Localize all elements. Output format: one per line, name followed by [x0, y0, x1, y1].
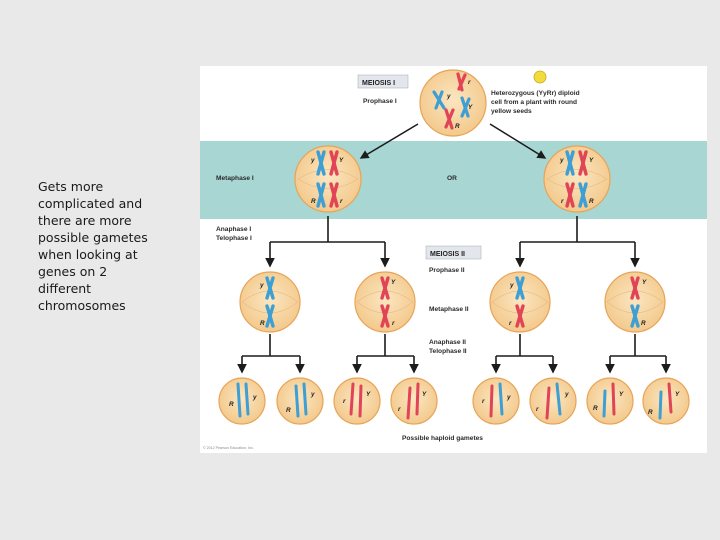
- svg-text:r: r: [392, 320, 395, 327]
- svg-text:R: R: [648, 409, 653, 416]
- gamete-4: r Y: [390, 377, 438, 425]
- gamete-6: r y: [529, 377, 577, 425]
- anaphase1-label: Anaphase I: [216, 226, 251, 233]
- svg-text:y: y: [252, 394, 257, 401]
- svg-text:R: R: [641, 320, 646, 327]
- svg-text:Y: Y: [642, 279, 647, 286]
- svg-text:R: R: [286, 407, 291, 414]
- svg-text:y: y: [259, 282, 264, 289]
- svg-text:y: y: [310, 391, 315, 398]
- arrow-prophase-to-right: [489, 123, 547, 159]
- telophase2-label: Telophase II: [429, 348, 467, 355]
- gamete-5: r y: [472, 377, 520, 425]
- gamete-1: R y: [218, 377, 266, 425]
- meiosis2-title: MEIOSIS II: [430, 251, 465, 258]
- metaphase1-right-cell: y Y r R: [543, 145, 611, 213]
- arrow-prophase-to-left: [359, 123, 419, 159]
- svg-text:R: R: [455, 123, 460, 130]
- svg-text:Y: Y: [391, 279, 396, 286]
- meiosis1-title-box: [357, 74, 409, 89]
- meiosis2-cell-3: y r: [489, 271, 551, 333]
- svg-text:Y: Y: [366, 391, 371, 398]
- cell-description-line1: Heterozygous (YyRr) diploid: [491, 90, 580, 97]
- meiosis1-title: MEIOSIS I: [362, 80, 395, 87]
- meiosis-diagram: MEIOSIS I MEIOSIS II Prophase I Metaphas…: [200, 69, 707, 450]
- svg-text:y: y: [564, 391, 569, 398]
- svg-text:y: y: [310, 157, 315, 164]
- svg-text:y: y: [446, 93, 451, 100]
- metaphase1-label: Metaphase I: [216, 175, 254, 182]
- or-label: OR: [447, 175, 457, 182]
- metaphase1-band: [200, 141, 707, 219]
- svg-text:Y: Y: [468, 104, 473, 111]
- gamete-7: R Y: [586, 377, 634, 425]
- copyright-text: © 2012 Pearson Education, Inc.: [203, 446, 254, 450]
- anaphase2-label: Anaphase II: [429, 339, 466, 346]
- svg-text:R: R: [311, 198, 316, 205]
- svg-text:R: R: [229, 401, 234, 408]
- svg-text:R: R: [260, 320, 265, 327]
- svg-text:Y: Y: [422, 391, 427, 398]
- svg-text:r: r: [343, 398, 346, 405]
- svg-text:r: r: [561, 198, 564, 205]
- svg-text:r: r: [536, 406, 539, 413]
- svg-text:r: r: [482, 398, 485, 405]
- svg-text:y: y: [506, 394, 511, 401]
- svg-text:R: R: [589, 198, 594, 205]
- cell-description-line3: yellow seeds: [491, 108, 532, 115]
- metaphase2-label: Metaphase II: [429, 306, 469, 313]
- metaphase1-left-cell: y Y R r: [294, 145, 362, 213]
- svg-text:y: y: [509, 282, 514, 289]
- svg-text:y: y: [559, 157, 564, 164]
- svg-text:r: r: [468, 79, 471, 86]
- prophase1-cell: r y Y R: [419, 69, 487, 137]
- gamete-2: R y: [276, 377, 324, 425]
- svg-text:Y: Y: [339, 157, 344, 164]
- meiosis2-cell-4: Y R: [604, 271, 666, 333]
- svg-text:Y: Y: [619, 391, 624, 398]
- svg-text:R: R: [593, 405, 598, 412]
- branch-left-stem: [270, 216, 385, 243]
- gametes-label: Possible haploid gametes: [402, 435, 483, 442]
- svg-text:r: r: [340, 198, 343, 205]
- prophase2-label: Prophase II: [429, 267, 465, 274]
- branch-right-stem: [520, 216, 635, 243]
- svg-text:r: r: [509, 320, 512, 327]
- meiosis2-cell-2: Y r: [354, 271, 416, 333]
- meiosis2-cell-1: y R: [239, 271, 301, 333]
- meiosis2-title-box: [425, 245, 482, 260]
- cell-description-line2: cell from a plant with round: [491, 99, 577, 106]
- gamete-8: R Y: [642, 377, 690, 425]
- meiosis-figure: MEIOSIS I MEIOSIS II Prophase I Metaphas…: [200, 66, 707, 453]
- svg-text:Y: Y: [675, 391, 680, 398]
- side-note-text: Gets more complicated and there are more…: [38, 179, 148, 313]
- gamete-3: r Y: [333, 377, 381, 425]
- telophase1-label: Telophase I: [216, 235, 252, 242]
- meiosis2-arrows: [237, 334, 671, 374]
- yellow-seed-icon: [533, 70, 547, 84]
- svg-text:Y: Y: [589, 157, 594, 164]
- svg-text:r: r: [398, 406, 401, 413]
- prophase1-label: Prophase I: [363, 98, 397, 105]
